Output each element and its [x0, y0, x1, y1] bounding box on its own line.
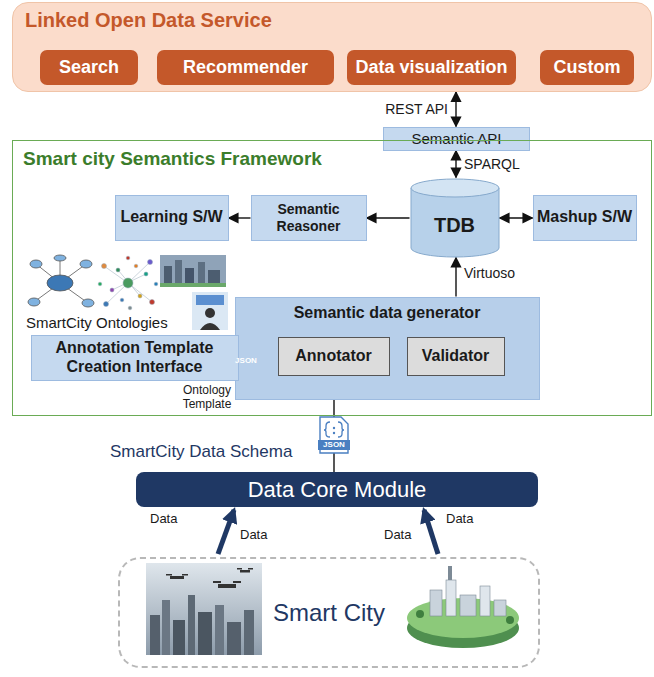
- person-picture: [192, 292, 228, 330]
- icon-label: JSON: [234, 356, 258, 366]
- connector-arrow: [455, 151, 456, 178]
- icon-label: JSON: [318, 440, 350, 450]
- connector-arrow: [367, 217, 410, 218]
- service-button: Search: [40, 50, 138, 85]
- image-caption: SmartCity Ontologies: [26, 314, 168, 331]
- json-file-icon: [318, 417, 350, 453]
- node-label: Annotator: [295, 347, 371, 365]
- node-label: Custom: [554, 57, 621, 78]
- process-box: Validator: [407, 337, 505, 376]
- connector-arrow: [229, 217, 251, 218]
- ontology-graph: [28, 255, 94, 307]
- node-label: Smart City: [273, 599, 385, 627]
- node-label: Recommender: [183, 57, 308, 78]
- template-label: Ontology Template: [180, 384, 234, 412]
- connector-arrow: [455, 92, 456, 127]
- node-label: Semantic Reasoner: [252, 201, 366, 233]
- framework-region: Smart city Semantics FrameworkLearning S…: [12, 140, 652, 416]
- node-label: Data Core Module: [248, 477, 427, 502]
- software-box: Learning S/W: [115, 195, 229, 241]
- city-picture: [160, 255, 226, 287]
- data-flow-arrow: [424, 510, 438, 554]
- node-label: TDB: [434, 214, 475, 237]
- data-flow-arrow: [218, 510, 234, 554]
- city-region: Smart City: [118, 557, 540, 668]
- software-box: Mashup S/W: [533, 195, 637, 241]
- database-cylinder: TDB: [410, 178, 500, 258]
- generator-box: Semantic data generatorAnnotator Validato…: [235, 297, 540, 400]
- node-label: Search: [59, 57, 119, 78]
- ontology-cluster: [98, 256, 158, 310]
- service-band: Linked Open Data ServiceSearch Recommende…: [12, 2, 652, 92]
- edge-label: Virtuoso: [462, 265, 517, 281]
- service-button: Custom: [540, 50, 634, 85]
- node-label: Mashup S/W: [537, 208, 632, 226]
- flow-label: Data: [150, 512, 177, 527]
- region-title: Linked Open Data Service: [25, 9, 272, 32]
- flow-label: Data: [446, 512, 473, 527]
- process-box: Annotator: [278, 337, 390, 376]
- node-label: Annotation Template Creation Interface: [32, 339, 238, 376]
- schema-label: SmartCity Data Schema: [110, 442, 292, 462]
- core-module-bar: Data Core Module: [136, 472, 538, 507]
- node-label: Validator: [422, 347, 490, 365]
- node-label: Semantic API: [411, 130, 501, 147]
- node-label: Data visualization: [355, 57, 507, 78]
- interface-box: Annotation Template Creation Interface: [31, 335, 239, 381]
- connector-arrow: [500, 217, 533, 218]
- connector-arrow: [455, 258, 456, 297]
- region-title: Semantic data generator: [236, 304, 539, 322]
- service-button: Recommender: [157, 50, 334, 85]
- reasoner-box: Semantic Reasoner: [251, 195, 367, 241]
- service-button: Data visualization: [347, 50, 516, 85]
- city-skyline-picture: [146, 563, 262, 655]
- flow-label: Data: [240, 528, 267, 543]
- api-box: Semantic API: [383, 127, 530, 151]
- edge-label: REST API: [383, 101, 450, 117]
- flow-label: Data: [384, 528, 411, 543]
- edge-label: SPARQL: [462, 156, 522, 172]
- region-title: Smart city Semantics Framework: [23, 148, 322, 170]
- node-label: Learning S/W: [120, 208, 222, 226]
- city-island-picture: [407, 566, 519, 648]
